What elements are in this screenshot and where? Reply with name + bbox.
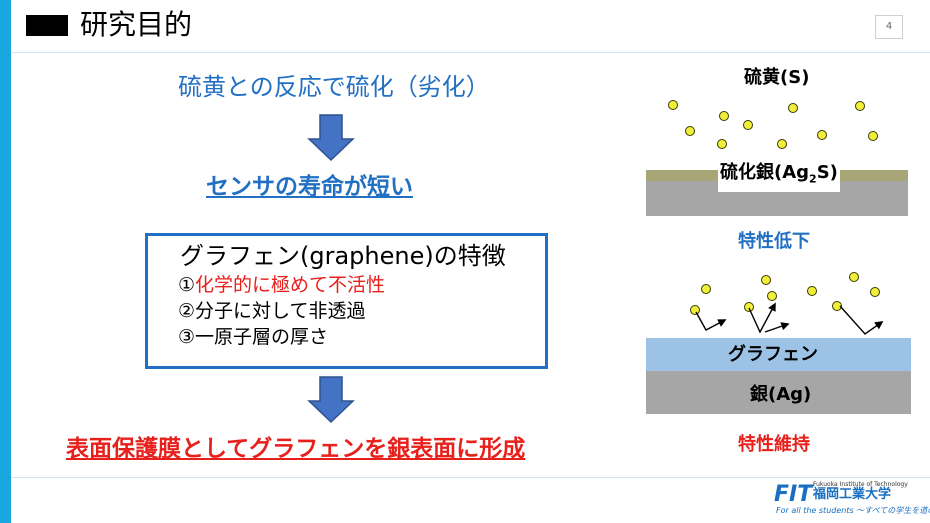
sulfur-dot [719, 111, 729, 121]
sulfidation-text: 硫黄との反応で硫化（劣化） [178, 73, 490, 101]
feature-number: ① [178, 274, 196, 296]
short-life-text: センサの寿命が短い [206, 174, 413, 200]
silver-label: 銀(Ag) [750, 384, 812, 405]
features-title: グラフェン(graphene)の特徴 [180, 242, 506, 270]
feature-text: 分子に対して非透過 [195, 300, 366, 322]
sulfur-dot [870, 287, 880, 297]
sulfur-dot [685, 126, 695, 136]
sulfur-dot [849, 272, 859, 282]
left-accent-bar [0, 0, 11, 523]
sulfur-dot [777, 139, 787, 149]
sulfur-dot [832, 301, 842, 311]
silver-sulfide-label: 硫化銀(Ag2S) [718, 161, 840, 192]
silver-base-layer [646, 371, 911, 414]
title-divider [11, 52, 930, 53]
sulfur-dot [717, 139, 727, 149]
page-title: 研究目的 [80, 8, 193, 41]
feature-text: 一原子層の厚さ [195, 326, 329, 348]
graphene-label: グラフェン [728, 344, 818, 365]
university-slogan: For all the students ～すべての学生を道のために～ [776, 506, 930, 515]
sulfur-dot [743, 120, 753, 130]
sulfur-dot [788, 103, 798, 113]
sulfur-dot [855, 101, 865, 111]
title-square-icon [26, 15, 68, 36]
sulfur-dot [817, 130, 827, 140]
sulfur-dot [767, 291, 777, 301]
sulfur-dot [701, 284, 711, 294]
degraded-label: 特性低下 [738, 231, 810, 252]
feature-number: ③ [178, 326, 196, 348]
sulfur-dot [868, 131, 878, 141]
footer-divider [11, 477, 930, 478]
maintained-label: 特性維持 [738, 434, 810, 455]
bounce-arrows-icon [695, 302, 884, 335]
feature-item: ③一原子層の厚さ [178, 324, 328, 350]
down-arrow-icon [307, 376, 355, 424]
feature-item: ②分子に対して非透過 [178, 298, 365, 324]
down-arrow-icon [307, 114, 355, 162]
sulfur-dot [690, 305, 700, 315]
sulfur-label: 硫黄(S) [744, 67, 810, 88]
graphene-layer [646, 338, 911, 371]
sulfur-dot [807, 286, 817, 296]
sulfur-dot [744, 302, 754, 312]
feature-item: ①化学的に極めて不活性 [178, 272, 385, 298]
feature-text: 化学的に極めて不活性 [195, 274, 386, 296]
sulfur-dot [668, 100, 678, 110]
logo-english-name: Fukuoka Institute of Technology [813, 481, 908, 488]
sulfur-dot [761, 275, 771, 285]
university-name: 福岡工業大学 [813, 487, 892, 502]
conclusion-text: 表面保護膜としてグラフェンを銀表面に形成 [66, 436, 526, 462]
graphene-features-box [145, 233, 548, 369]
page-number: 4 [875, 15, 903, 39]
feature-number: ② [178, 300, 196, 322]
fit-logo: FIT [774, 482, 813, 507]
